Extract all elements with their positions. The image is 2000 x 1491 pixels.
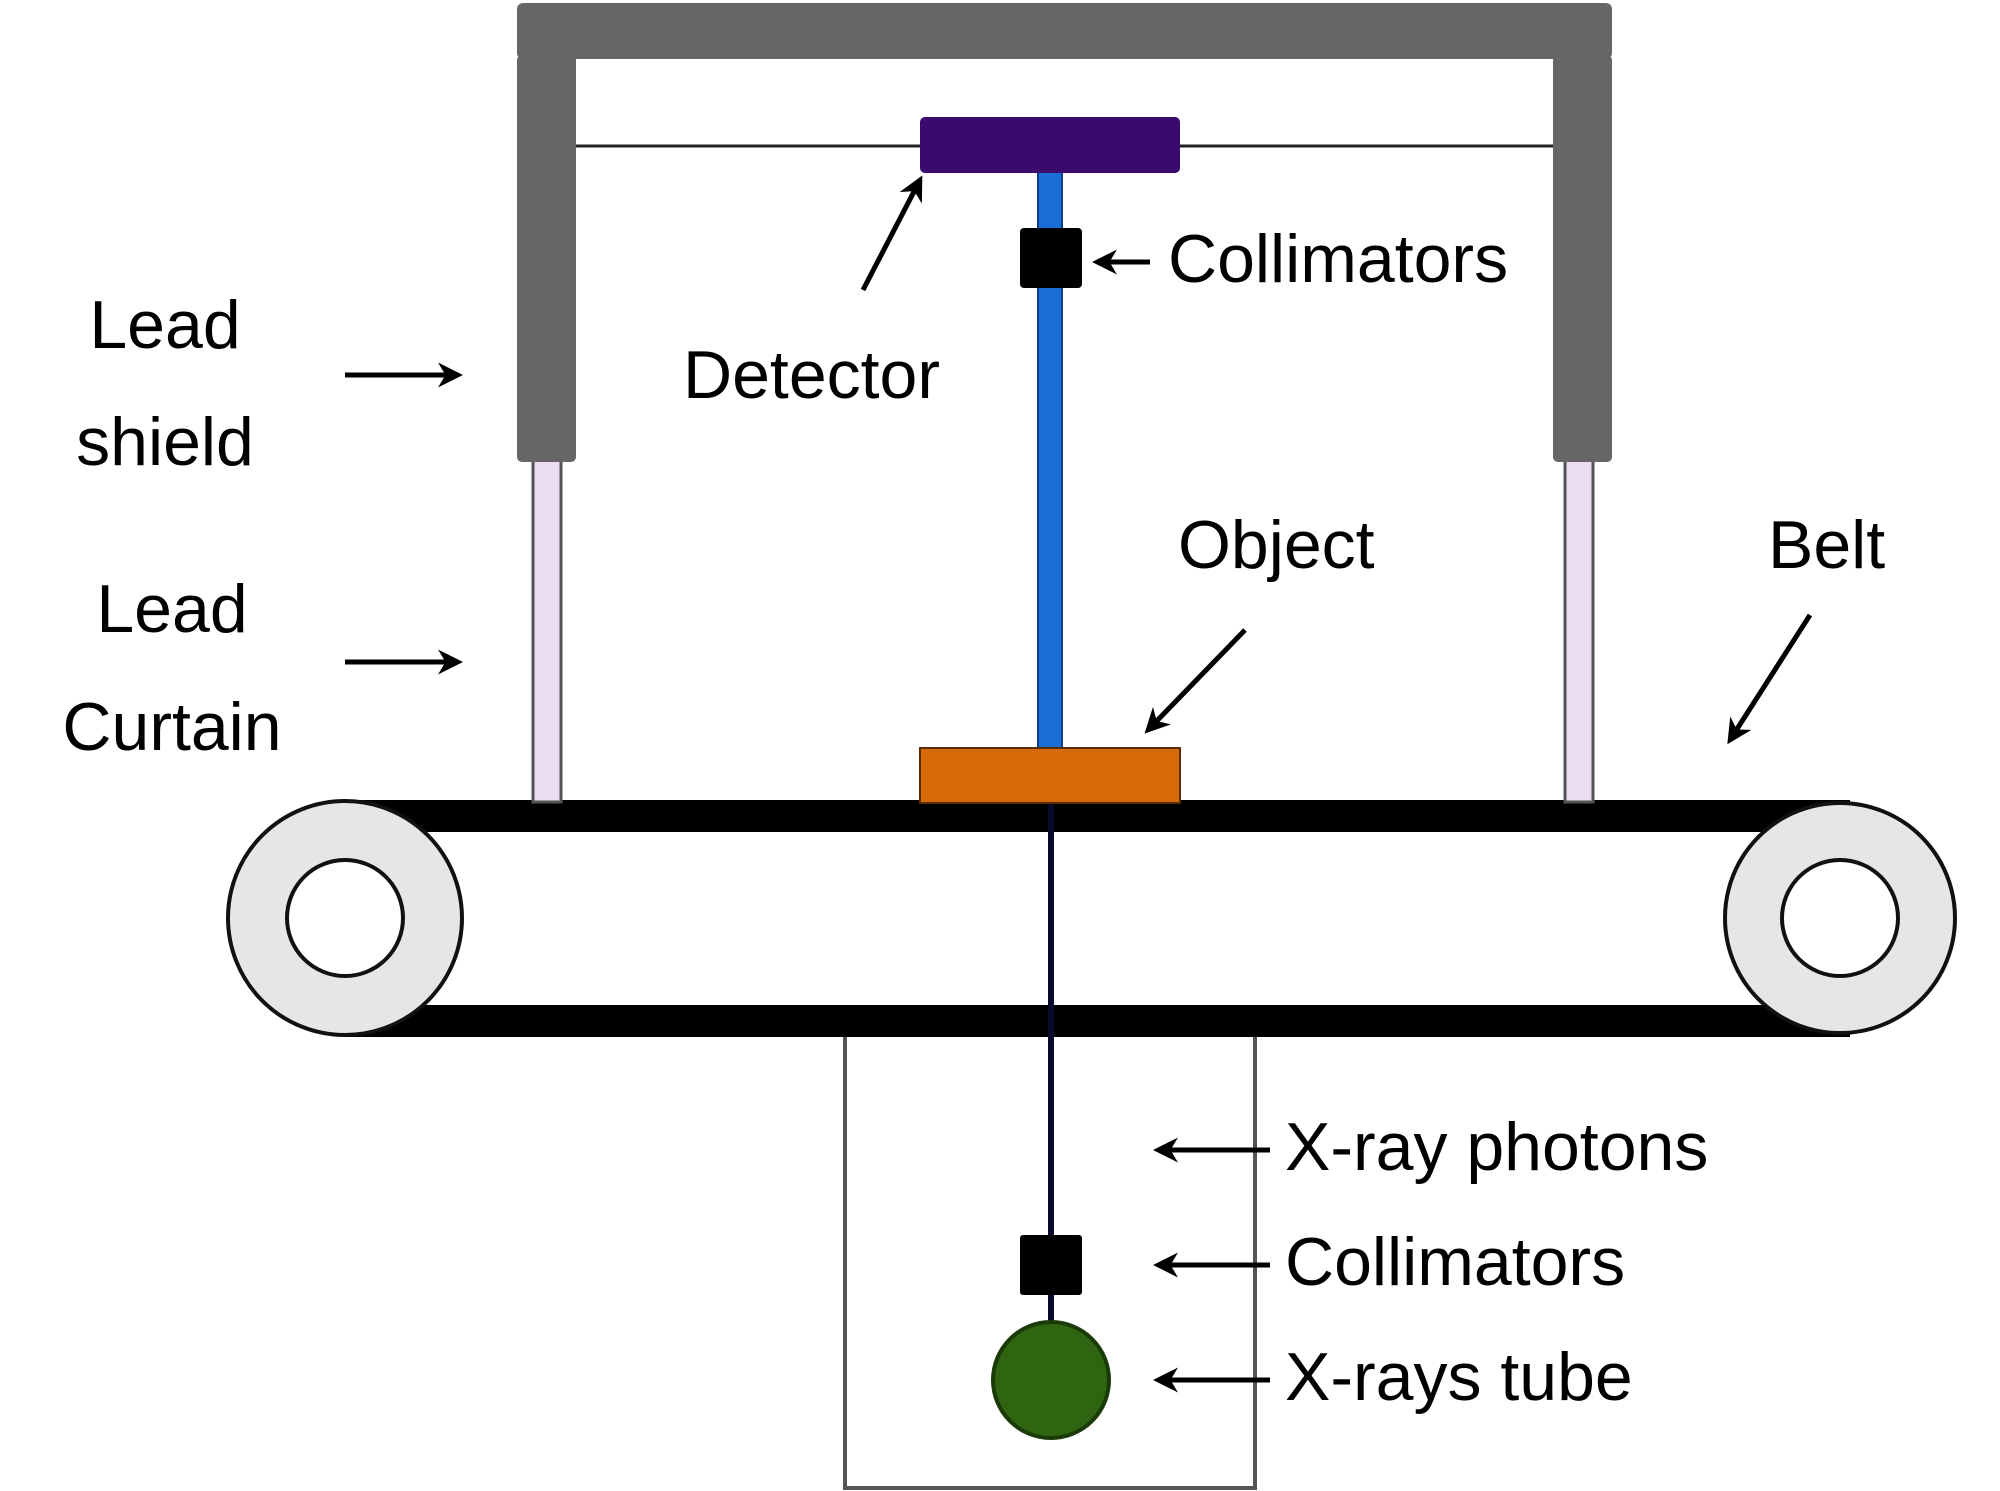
collimators-bottom-label: Collimators (1285, 1224, 1625, 1300)
conveyor-belt (345, 800, 1850, 1037)
lead-shield-frame (517, 3, 1612, 462)
left-roller (226, 799, 464, 1037)
xray-photons-label: X-ray photons (1285, 1109, 1708, 1185)
lead-curtain-right (1563, 458, 1595, 804)
belt-arrow (1727, 613, 1813, 745)
collimator-bottom (1020, 1235, 1082, 1295)
lead-curtain-label-line2: Curtain (62, 689, 281, 765)
lead-curtain-label-line1: Lead (96, 571, 247, 647)
collimators-top-label: Collimators (1168, 221, 1508, 297)
detector-arrow (860, 175, 923, 292)
belt-label: Belt (1768, 507, 1885, 583)
xrays-tube-label: X-rays tube (1285, 1339, 1633, 1415)
belt-top (345, 800, 1850, 832)
right-roller (1723, 801, 1957, 1035)
lead-curtain-left (531, 458, 563, 804)
lead-shield-label-line2: shield (76, 404, 254, 480)
belt-bottom (345, 1005, 1850, 1037)
xray-tube (991, 1320, 1111, 1440)
detector-label: Detector (683, 337, 940, 413)
collimator-top (1020, 228, 1082, 288)
lead-shield-label-line1: Lead (89, 287, 240, 363)
object-label: Object (1178, 507, 1375, 583)
object (919, 747, 1181, 804)
detector (920, 117, 1180, 173)
object-arrow (1144, 628, 1247, 734)
